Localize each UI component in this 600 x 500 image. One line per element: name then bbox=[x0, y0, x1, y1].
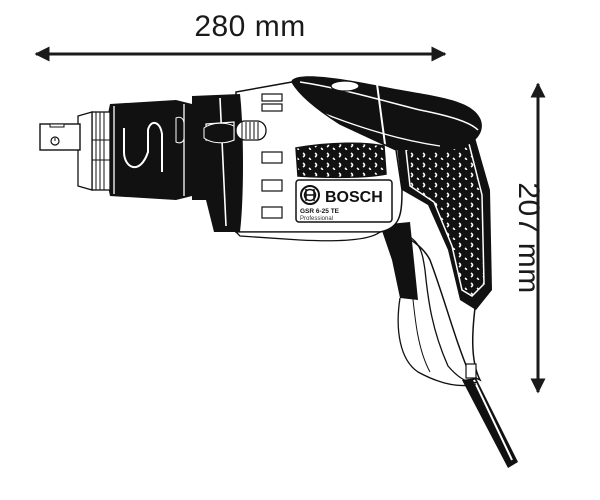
nose-cone bbox=[105, 100, 192, 200]
brand-name: BOSCH bbox=[325, 189, 383, 206]
bosch-armature-logo-icon bbox=[300, 185, 320, 205]
vent-slots bbox=[261, 93, 283, 219]
lower-housing bbox=[234, 231, 382, 242]
locking-clip bbox=[330, 80, 360, 92]
model-name: GSR 6-25 TE bbox=[300, 208, 340, 215]
collar-ring bbox=[91, 111, 111, 191]
front-tab bbox=[190, 164, 212, 194]
trigger bbox=[380, 222, 418, 300]
depth-stop-knob bbox=[203, 120, 267, 144]
reverse-switch bbox=[465, 363, 477, 379]
power-cord bbox=[462, 378, 518, 468]
width-dimension-label: 280 mm bbox=[194, 10, 306, 43]
nameplate: BOSCH GSR 6-25 TE Professional bbox=[295, 179, 393, 223]
bit-holder bbox=[39, 111, 93, 191]
side-grip-pad bbox=[295, 142, 387, 179]
gear-housing bbox=[190, 94, 243, 232]
rear-grip bbox=[396, 120, 492, 310]
product-line: Professional bbox=[300, 216, 333, 222]
